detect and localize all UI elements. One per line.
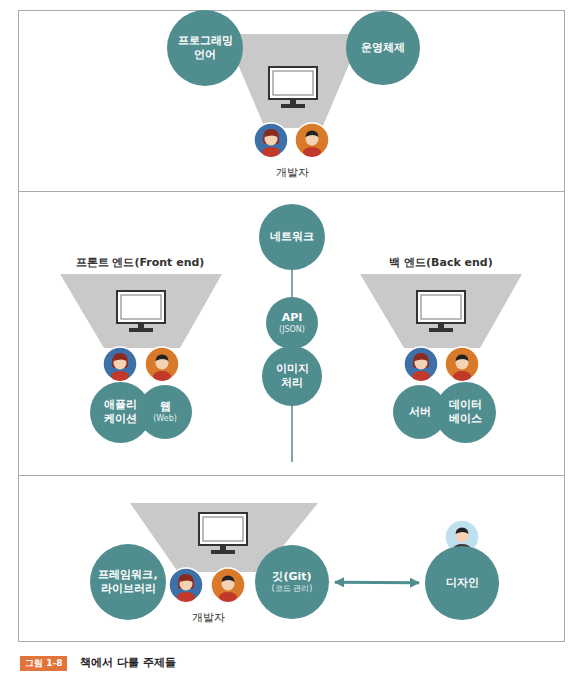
- topic-text: (코드 관리): [272, 584, 313, 594]
- monitor: [269, 67, 317, 108]
- divider: [18, 191, 565, 192]
- spotlight: [225, 34, 362, 128]
- topic-circle: 프레임워크, 라이브러리: [90, 544, 166, 620]
- spotlight: [60, 274, 222, 348]
- topic-text: 깃(Git): [272, 570, 311, 584]
- topic-text: 이미지 처리: [270, 362, 314, 390]
- developer-avatar: [211, 568, 245, 602]
- topic-text: 데이터 베이스: [443, 398, 488, 426]
- figure-number: 그림 1-8: [20, 656, 67, 671]
- topic-circle: 데이터 베이스: [435, 382, 496, 443]
- divider: [18, 475, 565, 476]
- topic-circle: 운영체제: [346, 11, 420, 85]
- developer-avatar: [145, 347, 179, 381]
- topic-circle: API(JSON): [266, 297, 318, 349]
- topic-text: (Web): [153, 414, 177, 424]
- topic-text: 애플리 케이션: [98, 398, 143, 426]
- topic-text: 네트워크: [270, 230, 314, 244]
- topic-text: 운영체제: [361, 41, 405, 55]
- developer-avatar: [295, 123, 329, 157]
- developer-avatar: [169, 568, 203, 602]
- topic-text: 서버: [409, 405, 431, 419]
- caption: 책에서 다룰 주제들: [80, 655, 176, 670]
- topic-circle: 웹(Web): [138, 385, 192, 439]
- topic-text: 프로그래밍 언어: [174, 34, 236, 62]
- topic-text: 웹: [160, 400, 171, 414]
- section-label: 프론트 엔드(Front end): [76, 255, 205, 270]
- topic-circle: 디자인: [425, 546, 499, 620]
- monitor: [199, 513, 247, 554]
- topic-text: API: [282, 311, 303, 325]
- monitor: [417, 291, 465, 332]
- topic-text: (JSON): [279, 325, 305, 335]
- topic-circle: 프로그래밍 언어: [167, 10, 243, 86]
- developer-avatar: [103, 347, 137, 381]
- topic-text: 디자인: [446, 576, 479, 590]
- spotlight: [360, 274, 522, 348]
- topic-circle: 이미지 처리: [262, 346, 322, 406]
- connector-line: [291, 270, 293, 297]
- section-label: 백 엔드(Back end): [389, 255, 493, 270]
- frame: [19, 11, 565, 642]
- section-label: 개발자: [276, 165, 309, 180]
- developer-avatar: [404, 347, 438, 381]
- double-arrow: [335, 581, 419, 584]
- topic-text: 프레임워크, 라이브러리: [97, 568, 159, 596]
- developer-avatar: [254, 123, 288, 157]
- topic-circle: 네트워크: [259, 204, 325, 270]
- monitor: [117, 291, 165, 332]
- topic-circle: 깃(Git)(코드 관리): [255, 545, 329, 619]
- section-label: 개발자: [192, 610, 225, 625]
- developer-avatar: [445, 347, 479, 381]
